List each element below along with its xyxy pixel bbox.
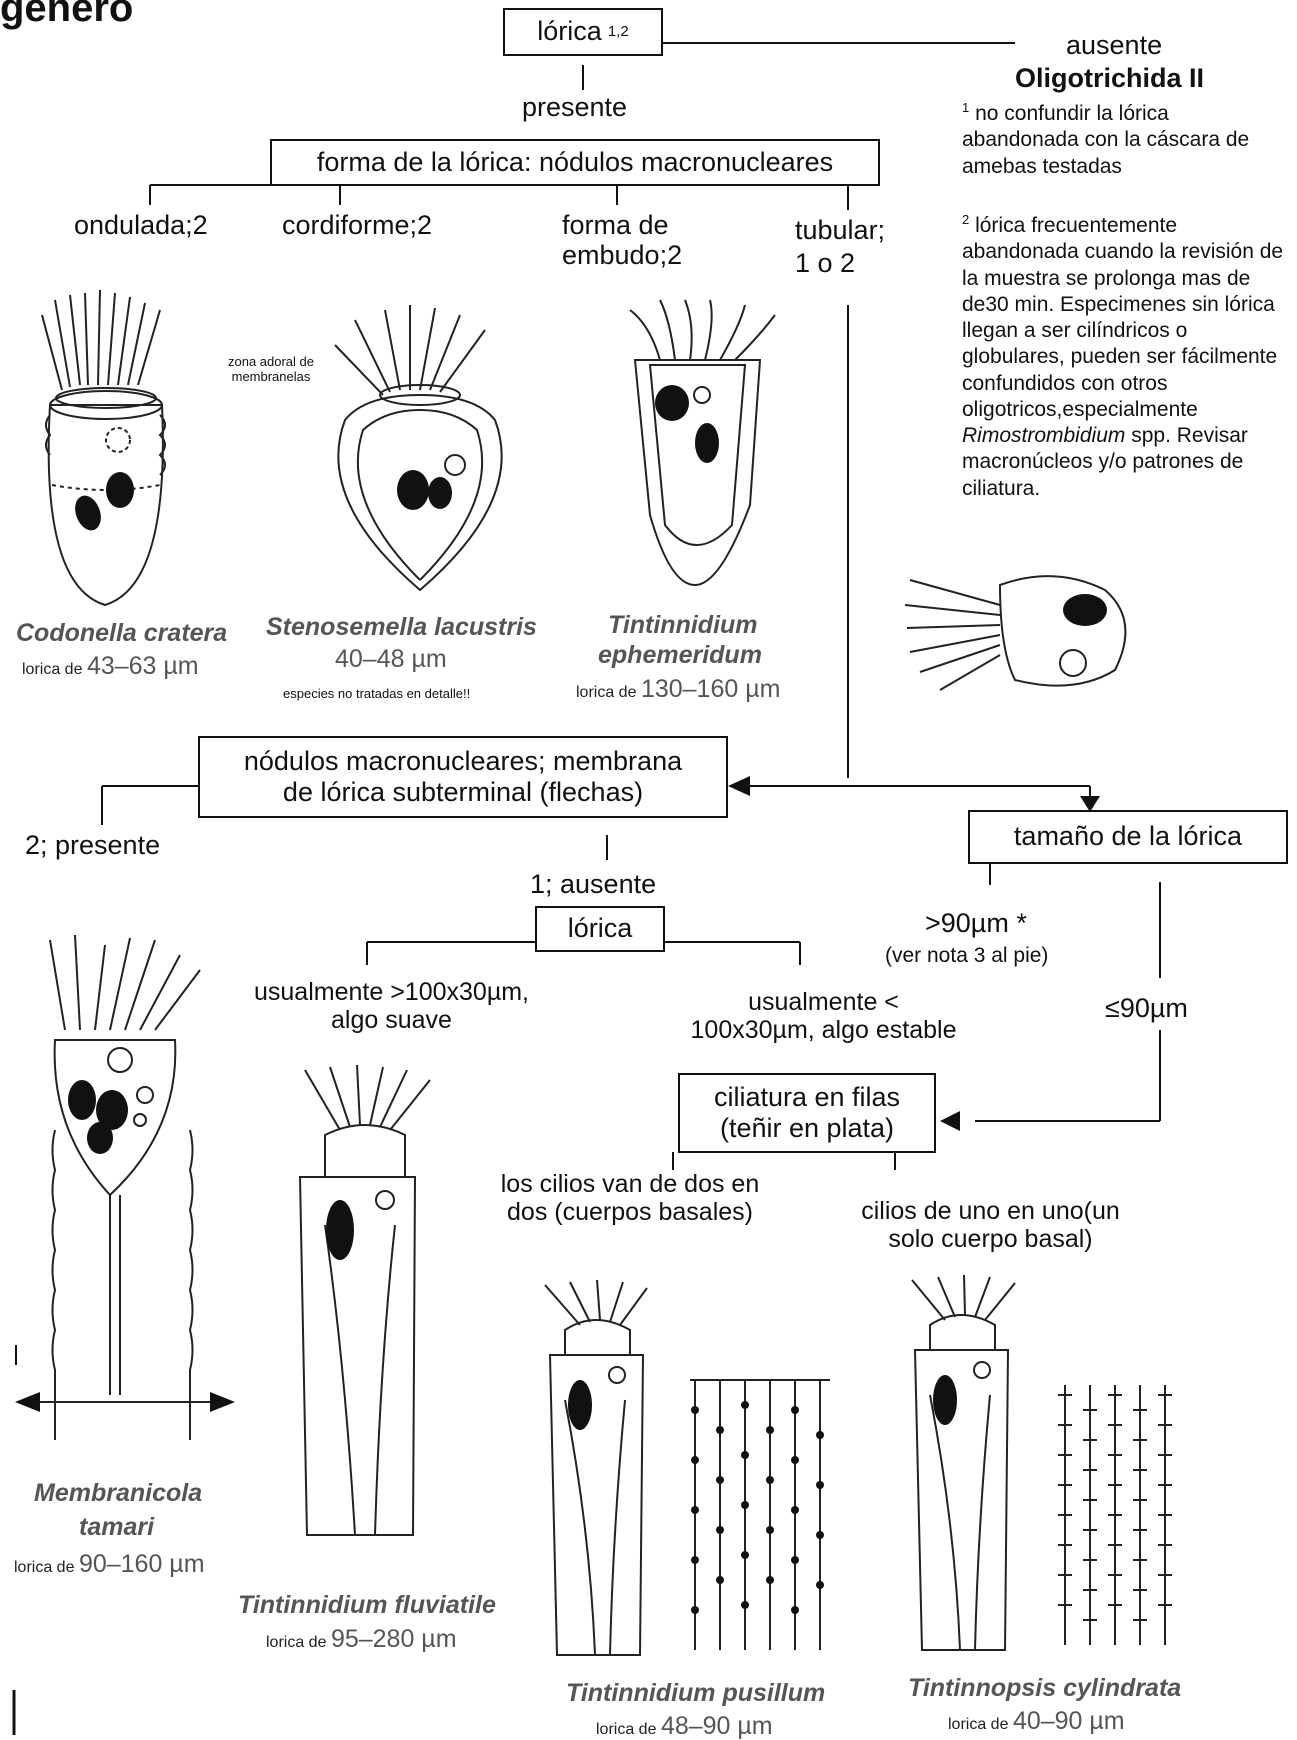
pusillum-size: lorica de 48–90 µm	[596, 1712, 773, 1740]
uno-ausente-label: 1; ausente	[530, 869, 656, 899]
membranicola-size-prefix: lorica de	[14, 1559, 74, 1576]
stenosemella-name: Stenosemella lacustris	[266, 612, 537, 642]
footnote-1-text: no confundir la lórica abandonada con la…	[962, 102, 1249, 178]
nodulos-box: nódulos macronucleares; membrana de lóri…	[198, 736, 728, 818]
tintinnidium-eph-size: lorica de 130–160 µm	[576, 675, 780, 703]
pusillum-size-prefix: lorica de	[596, 1721, 656, 1738]
ver-nota-label: (ver nota 3 al pie)	[885, 944, 1048, 968]
codonella-size-prefix: lorica de	[22, 661, 82, 678]
cylindrata-name: Tintinnopsis cylindrata	[908, 1673, 1181, 1703]
lorica-top-sup: 1,2	[608, 23, 629, 40]
oligotrichida-label: Oligotrichida II	[1015, 63, 1204, 93]
nodulos-line-1: nódulos macronucleares; membrana	[244, 746, 682, 777]
pusillum-size-value: 48–90 µm	[661, 1712, 773, 1740]
membranicola-illustration	[10, 930, 240, 1470]
fluviatile-size: lorica de 95–280 µm	[266, 1625, 457, 1653]
cylindrata-size: lorica de 40–90 µm	[948, 1707, 1125, 1735]
footnote-2-italic: Rimostrombidium	[962, 424, 1125, 447]
usual-menor-line-2: 100x30µm, algo estable	[676, 1016, 971, 1044]
cilios-uno-line-1: cilios de uno en uno(un	[848, 1197, 1133, 1225]
mayor90-label: >90µm *	[925, 908, 1027, 938]
embudo-label: forma de embudo;2	[562, 210, 732, 270]
pusillum-name: Tintinnidium pusillum	[566, 1678, 825, 1708]
header-fragment: genero	[0, 0, 133, 31]
codonella-name: Codonella cratera	[16, 618, 227, 648]
membranicola-name-2: tamari	[79, 1512, 154, 1542]
footnote-2-mark: 2	[962, 212, 969, 227]
no-tratadas-annotation: especies no tratadas en detalle!!	[283, 687, 470, 702]
presente-label: presente	[522, 92, 627, 122]
footnote-1-mark: 1	[962, 100, 969, 115]
cilios-uno-label: cilios de uno en uno(un solo cuerpo basa…	[848, 1197, 1133, 1253]
tintinnidium-eph-size-prefix: lorica de	[576, 684, 636, 701]
stenosemella-illustration	[305, 300, 535, 600]
ciliatura-line-1: ciliatura en filas	[714, 1082, 900, 1113]
footnote-2: 2 lórica frecuentemente abandonada cuand…	[962, 212, 1292, 502]
membranicola-name-1: Membranicola	[34, 1478, 202, 1508]
usual-mayor-label: usualmente >100x30µm, algo suave	[244, 978, 539, 1034]
ciliatura-line-2: (teñir en plata)	[720, 1113, 894, 1144]
fluviatile-name: Tintinnidium fluviatile	[238, 1590, 496, 1620]
footnote-2-text-a: lórica frecuentemente abandonada cuando …	[962, 214, 1283, 421]
fluviatile-size-prefix: lorica de	[266, 1634, 326, 1651]
ausente-label: ausente	[1066, 30, 1162, 60]
tintinnopsis-cylindrata-illustration	[900, 1275, 1210, 1665]
membranicola-size: lorica de 90–160 µm	[14, 1550, 205, 1578]
usual-mayor-line-2: algo suave	[244, 1006, 539, 1034]
cilios-dos-label: los cilios van de dos en dos (cuerpos ba…	[490, 1170, 770, 1226]
ondulada-label: ondulada;2	[74, 210, 208, 240]
cordiforme-label: cordiforme;2	[282, 210, 432, 240]
stenosemella-size-value: 40–48 µm	[335, 645, 447, 673]
nodulos-line-2: de lórica subterminal (flechas)	[283, 777, 643, 808]
tubular-label-2: 1 o 2	[795, 248, 855, 278]
cylindrata-size-value: 40–90 µm	[1013, 1707, 1125, 1735]
menor90-label: ≤90µm	[1105, 993, 1188, 1023]
usual-mayor-line-1: usualmente >100x30µm,	[244, 978, 539, 1006]
tintinnidium-eph-name-2: ephemeridum	[598, 640, 762, 670]
tamano-box: tamaño de la lórica	[968, 810, 1288, 864]
ciliatura-box: ciliatura en filas (teñir en plata)	[678, 1073, 936, 1153]
codonella-size-value: 43–63 µm	[87, 652, 199, 680]
tintinnidium-eph-name-1: Tintinnidium	[608, 610, 758, 640]
usual-menor-line-1: usualmente <	[676, 988, 971, 1016]
codonella-size: lorica de 43–63 µm	[22, 652, 199, 680]
lorica-top-box: lórica 1,2	[503, 8, 663, 56]
codonella-illustration	[10, 285, 200, 615]
tubular-label-1: tubular;	[795, 215, 885, 245]
cilios-uno-line-2: solo cuerpo basal)	[848, 1225, 1133, 1253]
tintinnidium-ephemeridum-illustration	[600, 295, 790, 595]
cilios-dos-line-1: los cilios van de dos en	[490, 1170, 770, 1198]
tintinnidium-eph-size-value: 130–160 µm	[641, 675, 781, 703]
fluviatile-size-value: 95–280 µm	[331, 1625, 457, 1653]
tintinnidium-pusillum-illustration	[535, 1280, 875, 1670]
tintinnidium-fluviatile-illustration	[285, 1065, 445, 1545]
lorica-top-label: lórica	[537, 16, 602, 47]
stenosemella-size: 40–48 µm	[335, 645, 447, 673]
footnote-1: 1 no confundir la lórica abandonada con …	[962, 100, 1287, 180]
usual-menor-label: usualmente < 100x30µm, algo estable	[676, 988, 971, 1044]
cilios-dos-line-2: dos (cuerpos basales)	[490, 1198, 770, 1226]
dos-presente-label: 2; presente	[25, 830, 160, 860]
lorica-mid-box: lórica	[535, 906, 665, 952]
oligotrichida-illustration	[905, 560, 1165, 700]
forma-box: forma de la lórica: nódulos macronuclear…	[270, 139, 880, 186]
cylindrata-size-prefix: lorica de	[948, 1716, 1008, 1733]
membranicola-size-value: 90–160 µm	[79, 1550, 205, 1578]
